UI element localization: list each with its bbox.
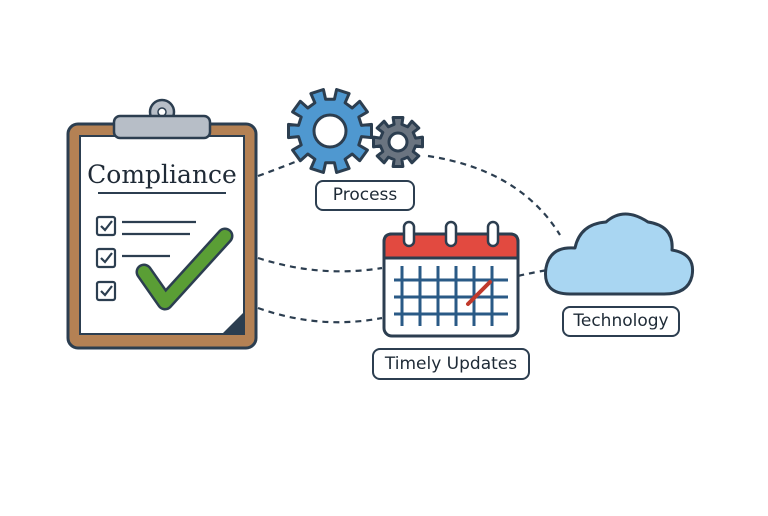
gear-icon bbox=[372, 116, 424, 168]
checklist bbox=[95, 215, 196, 302]
process-label: Process bbox=[315, 180, 415, 211]
cloud-icon bbox=[544, 212, 695, 296]
gear-icon bbox=[287, 88, 373, 174]
clipboard-clip-icon bbox=[112, 98, 212, 140]
clipboard-icon: Compliance bbox=[66, 98, 258, 350]
timely-updates-label: Timely Updates bbox=[372, 348, 530, 380]
calendar-icon bbox=[382, 220, 520, 338]
checkbox-icon bbox=[95, 247, 117, 269]
pen-icon bbox=[466, 280, 492, 306]
connector-compliance-process bbox=[257, 158, 301, 178]
checkbox-icon bbox=[95, 215, 117, 237]
technology-label: Technology bbox=[562, 306, 680, 337]
connector-compliance-calendar bbox=[257, 256, 383, 273]
connector-calendar-technology bbox=[517, 268, 549, 278]
clipboard-title: Compliance bbox=[87, 160, 237, 189]
checkbox-icon bbox=[95, 280, 117, 302]
connector-compliance-calendar-lower bbox=[257, 306, 383, 324]
connectors bbox=[257, 154, 561, 324]
